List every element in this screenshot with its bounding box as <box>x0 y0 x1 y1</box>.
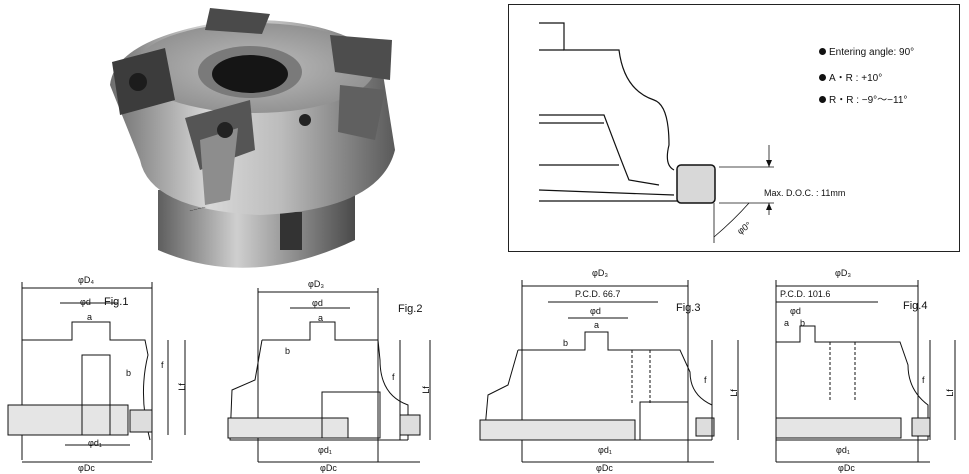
fig2-lf: Lf <box>420 386 431 394</box>
fig3-a: a <box>594 320 600 330</box>
spec-axial-rake: A・R : +10° <box>819 69 882 84</box>
insert-detail-drawing <box>538 22 774 243</box>
fig3-lf: Lf <box>728 389 739 397</box>
fig2-d4: φD₃ <box>308 279 325 289</box>
fig1-lf: Lf <box>176 383 187 391</box>
fig4-pcd: P.C.D. 101.6 <box>780 289 831 299</box>
fig2-d1: φd₁ <box>318 445 332 455</box>
insert-detail-panel: Entering angle: 90° A・R : +10° R・R : −9°… <box>508 4 960 252</box>
fig4-d: φd <box>790 306 801 316</box>
bullet-icon <box>819 74 826 81</box>
fig1-d1: φd₁ <box>88 438 102 448</box>
fig1-b: b <box>126 368 132 378</box>
fig2-a: a <box>318 313 324 323</box>
fig2-dc: φDc <box>320 463 337 473</box>
fig4-label: Fig.4 <box>903 300 928 312</box>
fig3-d: φd <box>590 306 601 316</box>
fig3-d1: φd₁ <box>598 445 612 455</box>
spec-entering-angle: Entering angle: 90° <box>819 47 914 58</box>
fig4-f: f <box>922 375 925 385</box>
fig1-f: f <box>161 360 164 370</box>
spec-radial-rake: R・R : −9°〜−11° <box>819 91 907 106</box>
fig4-d1: φd₁ <box>836 445 850 455</box>
fig1-d4: φD₄ <box>78 275 95 285</box>
fig3-pcd: P.C.D. 66.7 <box>575 289 621 299</box>
fig3-dc: φDc <box>596 463 613 473</box>
svg-text:~~~~: ~~~~ <box>189 205 206 215</box>
fig3-b: b <box>563 338 569 348</box>
fig2-f: f <box>392 372 395 382</box>
fig3-f: f <box>704 375 707 385</box>
fig4-lf: Lf <box>944 389 955 397</box>
fig4-dc: φDc <box>838 463 855 473</box>
fig3-label: Fig.3 <box>676 302 701 314</box>
fig2-label: Fig.2 <box>398 303 423 315</box>
max-doc-label: Max. D.O.C. : 11mm <box>764 188 846 198</box>
fig1-a: a <box>87 312 93 322</box>
fig2-d: φd <box>312 298 323 308</box>
fig3-d4: φD₃ <box>592 268 609 278</box>
fig1-label: Fig.1 <box>104 296 129 308</box>
fig1-dc: φDc <box>78 463 95 473</box>
bullet-icon <box>819 96 826 103</box>
fig4-b: b <box>800 318 806 328</box>
fig4-a: a <box>784 318 790 328</box>
fig1-d: φd <box>80 297 91 307</box>
bullet-icon <box>819 48 826 55</box>
fig2-b: b <box>285 346 291 356</box>
fig4-d4: φD₃ <box>835 268 852 278</box>
